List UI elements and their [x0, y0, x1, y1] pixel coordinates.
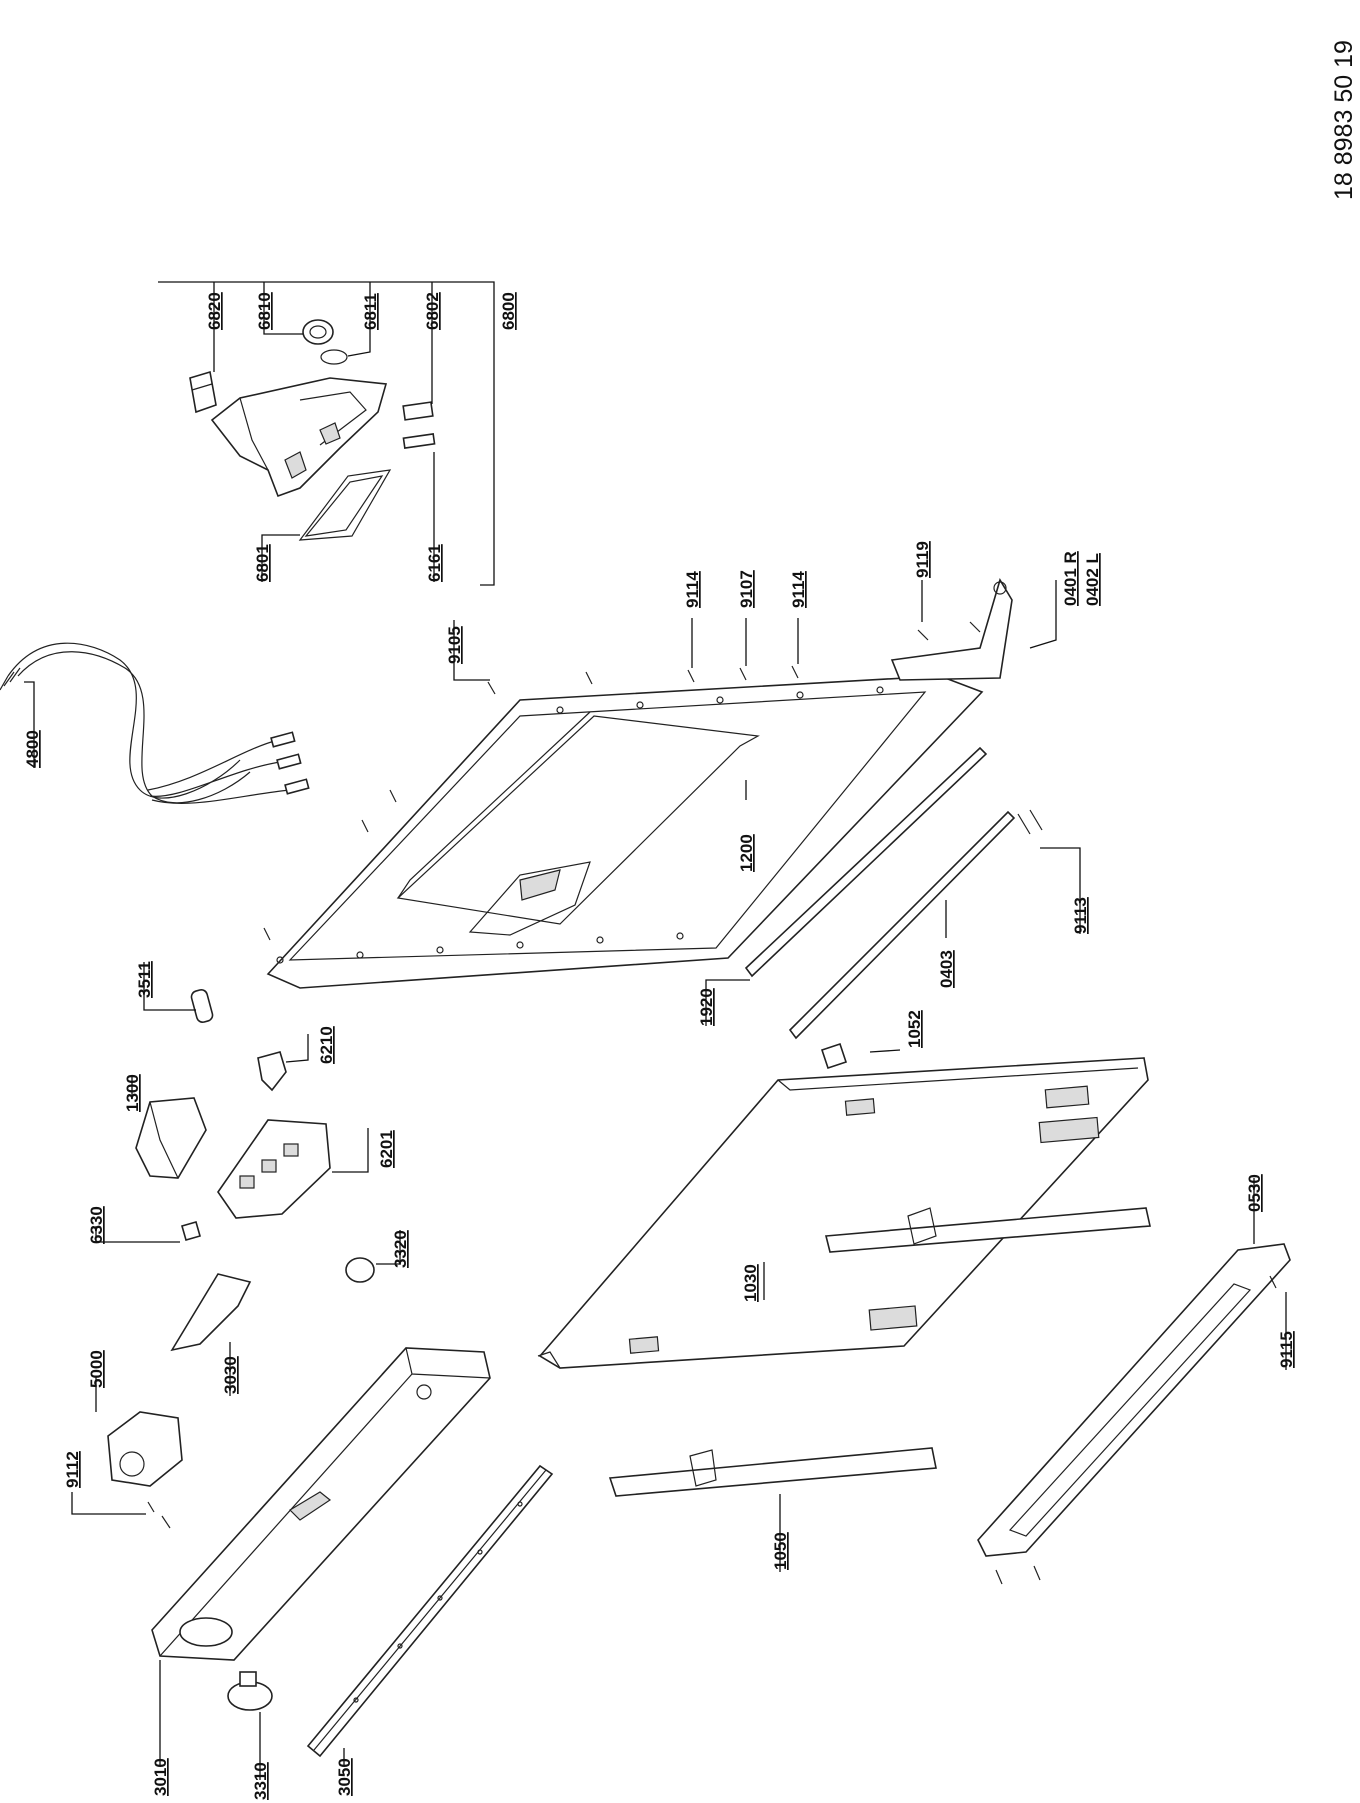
part-6811-ring	[320, 349, 348, 365]
label-0401: 0401 R	[1061, 551, 1080, 606]
label-5000: 5000	[87, 1350, 106, 1388]
outer-door	[537, 1057, 1291, 1585]
label-6811: 6811	[361, 293, 380, 330]
label-6802: 6802	[423, 292, 442, 330]
label-9114b: 9114	[789, 571, 808, 608]
label-9119: 9119	[913, 541, 932, 578]
part-1300	[135, 1097, 207, 1179]
label-3320: 3320	[391, 1230, 410, 1268]
label-6161: 6161	[425, 544, 444, 582]
label-9115: 9115	[1277, 1331, 1296, 1368]
control-panel	[151, 1347, 554, 1780]
label-0402: 0402 L	[1083, 553, 1102, 606]
label-9105: 9105	[445, 626, 464, 664]
label-3030: 3030	[221, 1356, 240, 1394]
part-1050-rail-upper	[824, 1207, 1151, 1253]
label-1030: 1030	[741, 1264, 760, 1302]
label-9113: 9113	[1071, 897, 1090, 934]
part-4800-harness	[7, 642, 241, 799]
part-6802	[402, 401, 434, 421]
label-6801: 6801	[253, 544, 272, 582]
part-3511	[190, 989, 214, 1023]
label-1050: 1050	[771, 1532, 790, 1570]
label-6201: 6201	[377, 1130, 396, 1168]
door-strips	[705, 746, 1081, 1070]
document-number: 18 8983 50 19	[1330, 40, 1358, 200]
label-9112: 9112	[63, 1451, 82, 1488]
label-1052: 1052	[905, 1010, 924, 1048]
label-6820: 6820	[205, 292, 224, 330]
label-1920: 1920	[697, 988, 716, 1026]
dispenser-group	[158, 281, 495, 586]
label-1200: 1200	[737, 834, 756, 872]
part-0530-frame	[977, 1243, 1291, 1557]
label-6810: 6810	[255, 292, 274, 330]
label-6210: 6210	[317, 1026, 336, 1064]
part-labels: 6820 6810 6811 6802 6800 6801 6161 4800 …	[23, 292, 1296, 1800]
part-6210	[257, 1051, 287, 1092]
label-9107: 9107	[737, 570, 756, 608]
label-0403: 0403	[937, 950, 956, 988]
part-6801-seal	[298, 469, 392, 541]
label-1300: 1300	[123, 1074, 142, 1112]
label-3511: 3511	[135, 961, 154, 998]
label-4800: 4800	[23, 730, 42, 768]
label-3310: 3310	[251, 1762, 270, 1800]
part-0403-strip	[788, 810, 1016, 1040]
label-9114a: 9114	[683, 571, 702, 608]
part-3320-knob	[345, 1257, 375, 1283]
part-3030	[170, 1273, 252, 1352]
part-5000	[107, 1411, 183, 1487]
control-components	[71, 962, 401, 1529]
part-6161	[402, 433, 436, 449]
part-1200-inner-door	[266, 675, 984, 989]
part-1052-clip	[820, 1042, 848, 1070]
part-0401-hinge	[890, 578, 1013, 681]
part-6330	[181, 1221, 201, 1241]
label-3010: 3010	[151, 1758, 170, 1796]
label-3050: 3050	[335, 1758, 354, 1796]
part-1050-rail-lower	[608, 1447, 937, 1497]
part-6820-clip	[189, 370, 217, 414]
label-6800: 6800	[499, 292, 518, 330]
inner-door	[263, 578, 1057, 989]
label-0530: 0530	[1245, 1174, 1264, 1212]
wiring-harness	[0, 642, 310, 804]
part-9113-screws	[1017, 809, 1043, 835]
group-bracket-6800	[158, 281, 495, 586]
part-6800-dispenser-body	[210, 377, 388, 498]
part-6810-lid	[302, 319, 334, 345]
label-6330: 6330	[87, 1206, 106, 1244]
part-1920-strip	[744, 746, 988, 978]
